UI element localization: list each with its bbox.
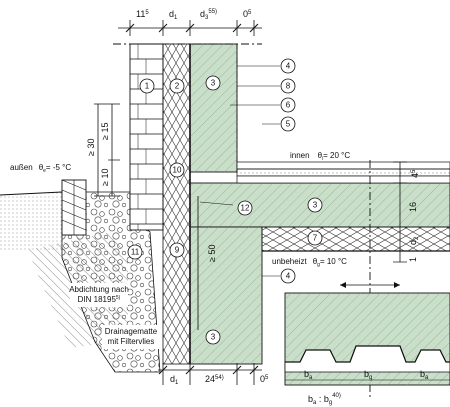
callout-circle	[205, 75, 221, 91]
callout-circle	[169, 162, 185, 178]
callout-circle	[280, 116, 296, 132]
callout-circle	[307, 197, 323, 213]
dim-bottom-24: 2454)	[205, 374, 224, 384]
callout-number: 8	[286, 82, 291, 91]
floor-layers	[236, 161, 450, 252]
callout-number: 3	[211, 79, 216, 88]
dim-top-4: 05	[243, 9, 252, 19]
dim-mid-50: ≥ 50	[207, 245, 217, 262]
dim-right-1: 1	[408, 257, 418, 262]
dim-right-16: 16	[408, 202, 418, 212]
left-dimensions: ≥ 30 ≥ 15 ≥ 10	[86, 103, 120, 197]
label-drain-2: mit Filtervlies	[108, 337, 155, 346]
dim-right-4-5: 45	[410, 169, 420, 178]
callout-number: 5	[286, 120, 291, 129]
callout-circle	[139, 78, 155, 94]
callout-circle	[237, 200, 253, 216]
detail-inset: ba bg ba	[284, 282, 450, 386]
callout-circle	[307, 230, 323, 246]
callout-circle	[280, 78, 296, 94]
dim-bottom-d1: d1	[170, 374, 179, 386]
callout-circle	[280, 97, 296, 113]
callout-number: 7	[313, 234, 318, 243]
ratio-label: ba : bg40)	[308, 393, 341, 406]
bottom-dimension-chain: d1 2454) 05	[158, 363, 269, 386]
dim-left-15: ≥ 15	[100, 123, 110, 140]
right-dimensions: 45 16 d2 1	[393, 161, 420, 263]
callout-number: 3	[211, 333, 216, 342]
dim-top-2: d1	[169, 9, 178, 21]
callout-number: 12	[241, 204, 250, 213]
dim-left-30: ≥ 30	[86, 139, 96, 156]
top-dimension-chain: 115 d1 d355) 05	[118, 9, 262, 36]
callout-number: 4	[286, 272, 291, 281]
edge-stone	[61, 179, 87, 236]
detail-ba-left: ba	[304, 369, 313, 381]
dim-left-10: ≥ 10	[100, 169, 110, 186]
dim-right-d2: d2	[408, 236, 420, 245]
callout-circle	[205, 329, 221, 345]
callout-circle	[280, 58, 296, 74]
detail-ba-right: ba	[420, 369, 429, 381]
label-sealing-2: DIN 181955)	[78, 295, 121, 304]
label-drain-1: Drainagematte	[105, 327, 158, 336]
callout-leaders	[199, 65, 280, 277]
callout-number: 10	[173, 166, 182, 175]
mid-dimension: ≥ 50	[197, 196, 217, 330]
dim-top-1: 115	[136, 9, 149, 19]
callout-circle	[127, 244, 143, 260]
dim-bottom-05: 05	[260, 374, 269, 384]
callout-circle	[169, 242, 185, 258]
callout-circle	[169, 78, 185, 94]
material-labels: Abdichtung nach DIN 181955) Drainagematt…	[69, 283, 160, 349]
callout-circle	[280, 268, 296, 284]
label-sealing-1: Abdichtung nach	[69, 285, 129, 294]
concrete-structure	[189, 43, 450, 365]
callout-number: 9	[175, 246, 180, 255]
callout-number: 11	[131, 248, 140, 257]
wall-insulation	[162, 43, 191, 365]
callout-number: 6	[286, 101, 291, 110]
callout-number: 4	[286, 62, 291, 71]
brick-wall	[129, 43, 164, 231]
callout-number: 1	[145, 82, 150, 91]
dim-top-3: d355)	[200, 9, 217, 21]
detail-bg: bg	[364, 369, 372, 381]
callout-number: 2	[175, 82, 180, 91]
callout-number: 3	[313, 201, 318, 210]
